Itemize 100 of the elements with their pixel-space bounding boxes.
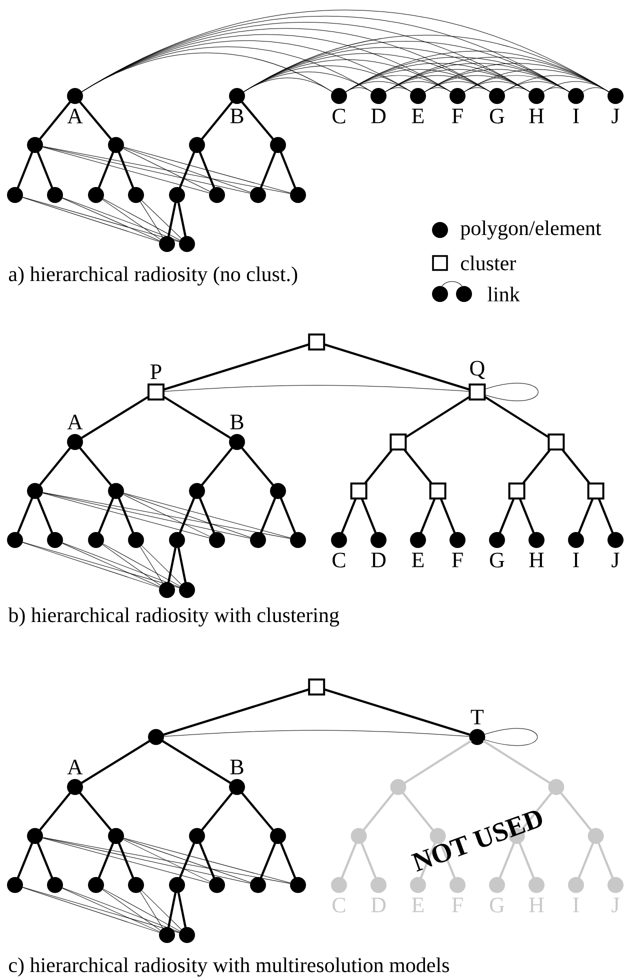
tree-branch	[280, 498, 296, 534]
tree-branch	[519, 498, 535, 534]
link-line	[102, 544, 180, 586]
link-line	[62, 888, 180, 932]
link-line	[102, 888, 180, 932]
tree-branch	[17, 842, 33, 879]
tree-branch	[163, 396, 232, 439]
tree-branch	[98, 152, 114, 188]
tree-branch	[280, 152, 296, 188]
tree-branch	[578, 842, 594, 878]
element-dot	[27, 137, 43, 153]
element-dot	[169, 187, 185, 203]
tree-branch	[98, 498, 114, 534]
element-dot	[290, 877, 306, 893]
cluster-square	[350, 482, 368, 500]
cluster-square	[308, 334, 326, 350]
node-label: D	[371, 552, 386, 568]
tree-branch	[39, 447, 71, 486]
tree-branch	[280, 842, 296, 879]
tree-branch	[360, 842, 377, 878]
link-line	[140, 202, 163, 238]
tree-branch	[118, 152, 134, 188]
element-dot	[7, 532, 23, 548]
tree-branch	[36, 152, 54, 188]
tree-branch	[484, 396, 549, 438]
element-dot	[270, 483, 286, 499]
cluster-square	[587, 482, 604, 500]
tree-branch	[201, 792, 233, 831]
tree-branch	[364, 449, 392, 484]
link-line	[142, 200, 182, 239]
tree-branch	[522, 449, 550, 484]
element-dot	[179, 236, 195, 252]
tree-branch	[80, 740, 150, 784]
link-arc	[424, 87, 451, 92]
node-label: G	[490, 552, 504, 568]
cluster-square	[308, 678, 326, 696]
node-label: J	[612, 552, 620, 568]
link-line	[124, 838, 290, 884]
element-dot	[189, 828, 205, 844]
element-dot	[588, 828, 604, 844]
tree-branch	[362, 792, 394, 831]
tree-branch	[201, 101, 233, 140]
tree-branch	[420, 842, 436, 878]
tree-branch	[199, 498, 215, 534]
node-label: A	[67, 108, 83, 124]
node-label: A	[67, 760, 83, 774]
caption: a) hierarchical radiosity (no clust.)	[8, 266, 298, 286]
link-arc	[504, 87, 530, 92]
tree-branch	[80, 396, 149, 439]
node-label: C	[332, 108, 346, 124]
element-dot	[7, 187, 23, 203]
tree-branch	[118, 842, 134, 879]
tree-branch	[241, 101, 274, 140]
node-label: F	[452, 552, 463, 568]
link-arc	[346, 87, 372, 92]
tree-branch	[162, 688, 310, 736]
tree-branch	[340, 842, 357, 878]
tree-branch	[168, 202, 176, 238]
element-dot	[47, 532, 63, 548]
node-label: T	[470, 710, 484, 724]
tree-branch	[402, 792, 434, 831]
element-dot	[290, 532, 306, 548]
stamp-text: NOT USED	[410, 810, 542, 872]
link-loop	[484, 728, 538, 746]
tree-branch	[198, 152, 216, 188]
element-dot	[189, 137, 205, 153]
element-dot	[108, 137, 124, 153]
tree-branch	[98, 842, 114, 879]
tree-branch	[168, 546, 176, 584]
element-dot	[209, 532, 225, 548]
node-label: B	[230, 108, 244, 124]
cluster-square: P	[148, 364, 164, 400]
link-arc	[164, 384, 469, 392]
node-label: I	[573, 108, 579, 124]
element-dot	[270, 137, 286, 153]
link-line	[42, 492, 210, 538]
tree-branch	[118, 498, 134, 534]
element-dot	[350, 828, 367, 844]
caption: b) hierarchical radiosity with clustering	[8, 607, 340, 627]
element-dot	[47, 187, 63, 203]
node-label: H	[529, 552, 544, 568]
element-dot	[390, 779, 406, 795]
tree-branch	[420, 498, 436, 534]
element-dot	[88, 532, 104, 548]
tree-branch	[37, 498, 53, 534]
link-line	[123, 839, 210, 882]
node-label: I	[573, 552, 579, 568]
tree-branch	[260, 152, 276, 188]
element-dot	[7, 877, 23, 893]
link-line	[140, 892, 163, 928]
link-line	[124, 146, 290, 194]
tree-branch	[498, 498, 514, 534]
element-dot	[159, 236, 175, 252]
element-dot	[270, 828, 286, 844]
link-arc	[543, 81, 609, 92]
tree-branch	[179, 498, 195, 534]
element-dot	[209, 877, 225, 893]
element-dot	[290, 187, 306, 203]
cluster-square	[508, 482, 526, 500]
legend-label: link	[488, 286, 520, 302]
